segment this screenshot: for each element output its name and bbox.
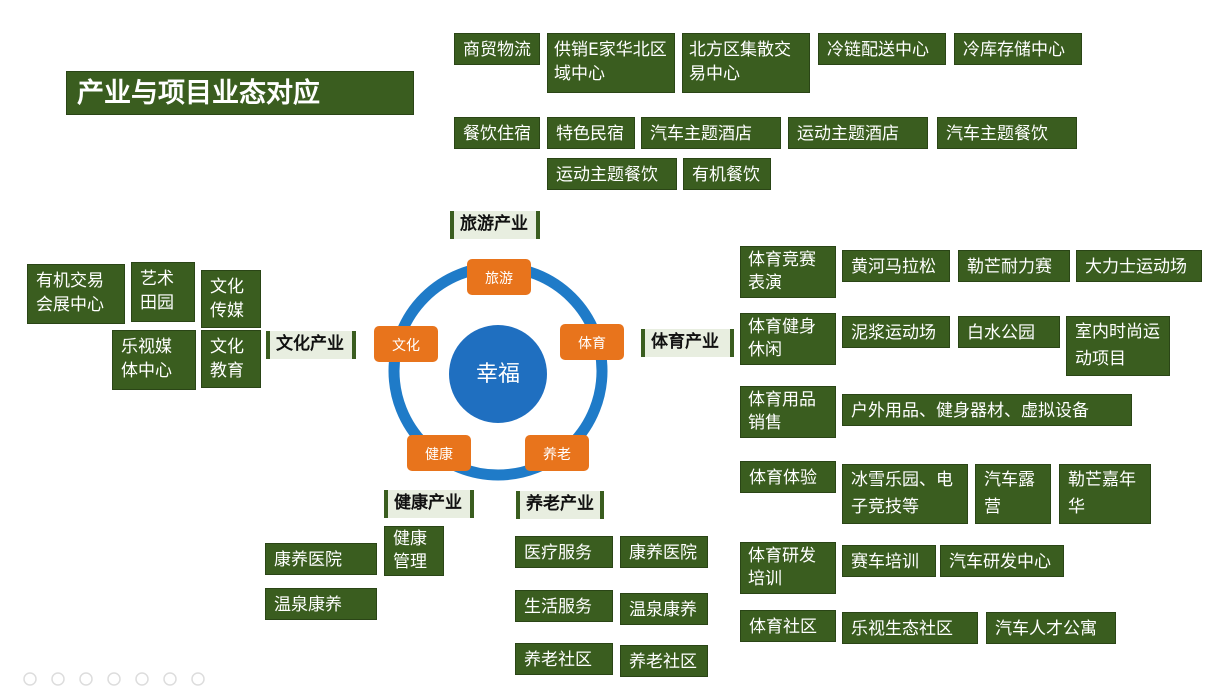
svg-text:文化: 文化 [392,338,420,354]
cycle-node-tourism: 旅游 [467,259,531,295]
trade-item: 北方区集散交易中心 [682,33,810,93]
trade-logistics-label: 商贸物流 [454,33,540,65]
category-elderly: 养老产业 [516,491,604,519]
sports-label: 体育研发培训 [740,542,836,594]
category-culture: 文化产业 [266,331,356,359]
sports-label: 体育竞赛表演 [740,246,836,298]
health-item: 温泉康养 [265,588,377,620]
sports-item: 大力士运动场 [1076,250,1202,282]
food-item: 特色民宿 [547,117,635,149]
health-item: 康养医院 [265,543,377,575]
elderly-item: 养老社区 [620,645,708,677]
sports-item: 户外用品、健身器材、虚拟设备 [842,394,1132,426]
trade-item: 供销E家华北区域中心 [547,33,675,93]
food-item: 有机餐饮 [683,158,771,190]
culture-item: 有机交易会展中心 [27,264,125,324]
svg-text:健康: 健康 [425,446,453,463]
category-health: 健康产业 [384,490,474,518]
elderly-label: 生活服务 [515,590,613,622]
svg-text:旅游: 旅游 [485,271,513,287]
sports-item: 勒芒嘉年华 [1059,464,1151,524]
elderly-label: 养老社区 [515,643,613,675]
food-item: 运动主题餐饮 [547,158,677,190]
sports-label: 体育健身休闲 [740,313,836,365]
sports-item: 黄河马拉松 [842,250,950,282]
food-item: 汽车主题餐饮 [937,117,1077,149]
svg-text:养老: 养老 [543,447,571,463]
elderly-item: 康养医院 [620,536,708,568]
svg-text:体育: 体育 [578,336,606,352]
sports-item: 汽车露营 [975,464,1051,524]
cycle-node-health: 健康 [407,435,471,471]
elderly-label: 医疗服务 [515,536,613,568]
sports-item: 白水公园 [958,316,1060,348]
center-label: 幸福 [476,362,520,387]
culture-item: 乐视媒体中心 [112,330,196,390]
cycle-diagram: 幸福 旅游 体育 养老 健康 文化 [374,259,624,481]
sports-label: 体育社区 [740,610,836,642]
sports-item: 室内时尚运动项目 [1066,316,1170,376]
sports-item: 冰雪乐园、电子竞技等 [842,464,968,524]
culture-item: 艺术田园 [131,262,195,322]
trade-item: 冷库存储中心 [954,33,1082,65]
cycle-node-sports: 体育 [560,324,624,360]
trade-item: 冷链配送中心 [818,33,946,65]
sports-item: 勒芒耐力赛 [958,250,1070,282]
food-item: 汽车主题酒店 [641,117,781,149]
sports-item: 赛车培训 [842,545,936,577]
sports-label: 体育用品销售 [740,386,836,438]
culture-item: 文化教育 [201,330,261,388]
cycle-node-culture: 文化 [374,326,438,362]
cycle-node-elderly: 养老 [525,435,589,471]
category-sports: 体育产业 [641,329,734,357]
health-item: 健康管理 [384,526,444,576]
food-lodging-label: 餐饮住宿 [454,117,540,149]
elderly-item: 温泉康养 [620,593,708,625]
sports-item: 乐视生态社区 [842,612,978,644]
slideshow-controls[interactable] [20,672,240,686]
center-circle [449,325,547,423]
sports-label: 体育体验 [740,461,836,493]
food-item: 运动主题酒店 [788,117,928,149]
culture-item: 文化传媒 [201,270,261,328]
sports-item: 汽车研发中心 [940,545,1064,577]
sports-item: 泥浆运动场 [842,316,950,348]
page-title: 产业与项目业态对应 [66,71,414,115]
category-tourism: 旅游产业 [450,211,540,239]
sports-item: 汽车人才公寓 [986,612,1116,644]
